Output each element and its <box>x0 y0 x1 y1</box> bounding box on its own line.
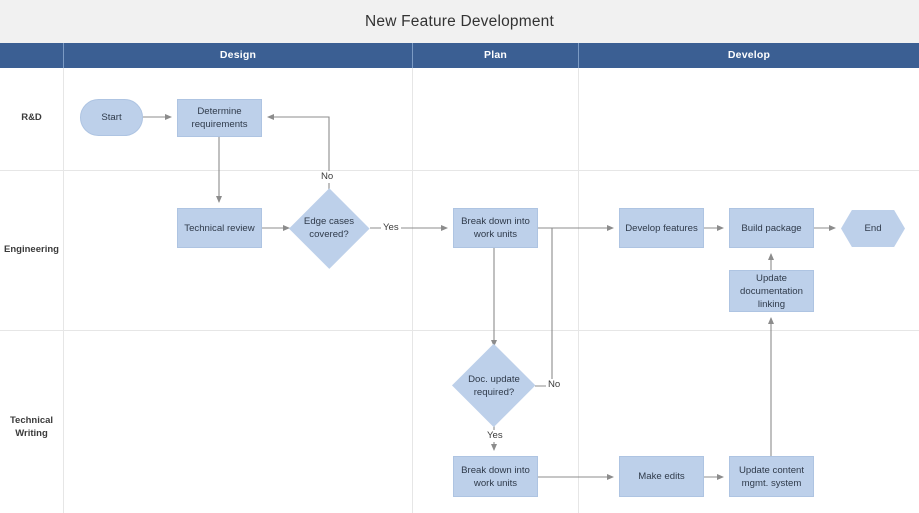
title-band <box>0 0 919 43</box>
edge-label-yes-mid: Yes <box>381 222 401 234</box>
column-header-develop: Develop <box>727 49 771 61</box>
node-update-content-mgmt-system[interactable]: Update content mgmt. system <box>729 456 814 497</box>
end-hexagon-shape <box>841 210 905 247</box>
edge-label-no-mid: No <box>546 379 563 391</box>
node-start[interactable]: Start <box>80 99 143 136</box>
edge-label-yes-bottom: Yes <box>485 430 505 442</box>
node-technical-review[interactable]: Technical review <box>177 208 262 248</box>
node-build-package[interactable]: Build package <box>729 208 814 248</box>
node-make-edits[interactable]: Make edits <box>619 456 704 497</box>
node-update-documentation-linking[interactable]: Update documentation linking <box>729 270 814 312</box>
header-separator-3 <box>578 43 579 68</box>
lane-divider-rd-engineering <box>0 170 919 171</box>
header-separator-2 <box>412 43 413 68</box>
column-header-plan: Plan <box>484 49 507 61</box>
lane-label-technical-writing: Technical Writing <box>9 415 54 439</box>
lane-divider-vertical <box>63 68 64 513</box>
header-separator-1 <box>63 43 64 68</box>
page-title: New Feature Development <box>365 13 554 30</box>
end-label: End <box>864 223 882 234</box>
edge-cases-label: Edge cases covered? <box>303 216 355 240</box>
edge-label-no-top: No <box>319 171 336 183</box>
node-break-down-engineering[interactable]: Break down into work units <box>453 208 538 248</box>
node-break-down-technical-writing[interactable]: Break down into work units <box>453 456 538 497</box>
node-edge-cases-covered[interactable]: Edge cases covered? <box>288 187 370 269</box>
node-doc-update-required[interactable]: Doc. update required? <box>451 343 536 428</box>
column-header-design: Design <box>219 49 257 61</box>
column-header-band <box>0 43 919 68</box>
lane-label-engineering: Engineering <box>4 244 59 255</box>
column-divider-design-plan <box>412 68 413 513</box>
edge-docupdate-no <box>535 228 553 387</box>
doc-update-label: Doc. update required? <box>468 374 520 398</box>
node-end[interactable]: End <box>841 210 905 247</box>
column-divider-plan-develop <box>578 68 579 513</box>
edge-edgecases-no-to-determine <box>267 114 330 190</box>
node-determine-requirements[interactable]: Determine requirements <box>177 99 262 137</box>
lane-label-rd: R&D <box>21 112 42 123</box>
node-develop-features[interactable]: Develop features <box>619 208 704 248</box>
lane-divider-engineering-writing <box>0 330 919 331</box>
